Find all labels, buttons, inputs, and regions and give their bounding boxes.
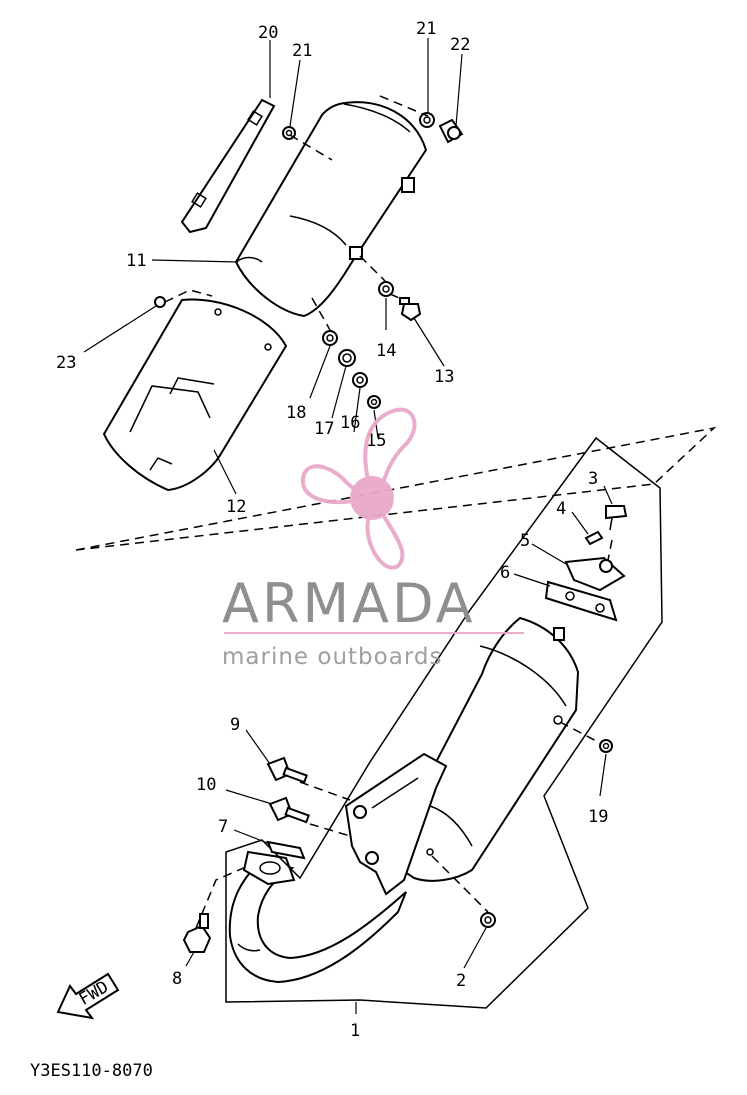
- part-20-guard: [180, 98, 276, 234]
- callout-4: 4: [556, 499, 566, 519]
- callout-14: 14: [376, 341, 396, 361]
- callout-20: 20: [258, 23, 278, 43]
- grommet-18: [322, 330, 338, 346]
- callout-6: 6: [500, 563, 510, 583]
- gasket-6: [544, 580, 618, 622]
- callout-2: 2: [456, 971, 466, 991]
- callout-21a: 21: [292, 41, 312, 61]
- nut-19: [599, 739, 613, 753]
- bolt-9: [266, 756, 308, 784]
- callout-23: 23: [56, 353, 76, 373]
- part-12-shield: [102, 298, 288, 492]
- bolt-3: [605, 505, 628, 531]
- collar-23: [154, 296, 166, 308]
- callout-12: 12: [226, 497, 246, 517]
- callout-11: 11: [126, 251, 146, 271]
- nut-8: [182, 913, 212, 953]
- washer-17: [338, 349, 356, 367]
- callout-9: 9: [230, 715, 240, 735]
- part-11-shield: [234, 101, 428, 318]
- callout-19: 19: [588, 807, 608, 827]
- propeller-icon: [300, 407, 417, 570]
- plate-5: [564, 556, 626, 592]
- callout-10: 10: [196, 775, 216, 795]
- watermark-tagline: marine outboards: [222, 644, 442, 670]
- callout-17: 17: [314, 419, 334, 439]
- spring-4: [584, 530, 604, 546]
- bolt-22: [438, 118, 464, 144]
- callout-18: 18: [286, 403, 306, 423]
- bolt-10: [268, 796, 310, 824]
- bolt-2: [480, 912, 496, 928]
- callout-13: 13: [434, 367, 454, 387]
- collar-16: [352, 372, 368, 388]
- callout-5: 5: [520, 531, 530, 551]
- bolt-13: [399, 297, 422, 322]
- part-1-muffler: [228, 616, 580, 984]
- diagram-code: Y3ES110-8070: [30, 1061, 153, 1081]
- callout-8: 8: [172, 969, 182, 989]
- callout-22: 22: [450, 35, 470, 55]
- callout-7: 7: [218, 817, 228, 837]
- fastener-21-right: [419, 112, 435, 128]
- bolt-15: [367, 395, 381, 409]
- callout-15: 15: [366, 431, 386, 451]
- callout-16: 16: [340, 413, 360, 433]
- watermark: ARMADA marine outboards: [222, 407, 524, 670]
- callout-3: 3: [588, 469, 598, 489]
- fwd-arrow-icon: FWD: [56, 972, 120, 1020]
- callout-1: 1: [350, 1021, 360, 1041]
- assembly-1-outline: [225, 436, 663, 1009]
- watermark-brand: ARMADA: [222, 572, 476, 635]
- gasket-7: [266, 840, 306, 860]
- callout-21b: 21: [416, 19, 436, 39]
